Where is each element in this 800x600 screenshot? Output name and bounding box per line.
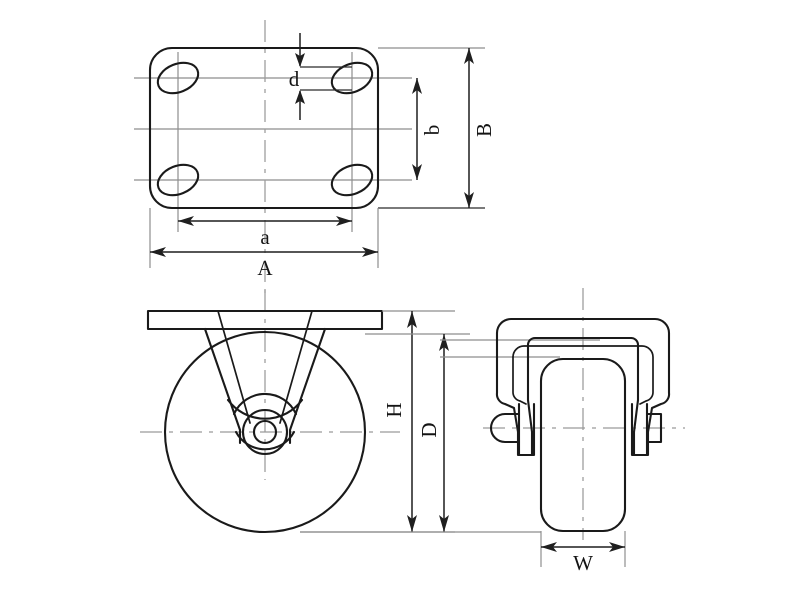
fork-leg-left-front <box>517 402 536 457</box>
dimension-b-arrow-bottom <box>412 164 422 180</box>
dimension-label-H: H <box>382 402 406 417</box>
dimension-W-arrow-left <box>541 542 557 552</box>
dimension-a-arrow-left <box>178 216 194 226</box>
top-plate-side-profile <box>146 309 384 331</box>
dimension-B: B <box>378 47 496 209</box>
axle-end-right <box>645 412 663 444</box>
axle-end-left <box>490 412 521 444</box>
dimension-H-arrow-top <box>407 311 417 328</box>
dimension-d-arrow-bottom <box>295 90 305 104</box>
dimension-A: A <box>149 208 379 280</box>
fork-nose-outer-arc <box>226 398 304 420</box>
fork-leg-right-inner-side <box>279 310 313 424</box>
mounting-hole-top-right <box>330 61 374 95</box>
wheel-axle-bore-circle <box>252 419 278 445</box>
dimension-d-arrow-top <box>295 53 305 67</box>
dimension-A-arrow-left <box>150 247 166 257</box>
dimension-H-arrow-bottom <box>407 515 417 532</box>
mounting-hole-top-left <box>156 61 200 95</box>
mounting-hole-bottom-left <box>156 163 200 197</box>
fork-nose-lower-arc <box>234 430 296 451</box>
top-plate-outline <box>148 46 380 210</box>
front-elevation-view: W <box>300 288 685 575</box>
wheel-body-front <box>539 357 627 533</box>
wheel-hub-outer-circle <box>241 408 289 456</box>
fork-leg-left-inner-side <box>217 310 251 424</box>
dimension-W-arrow-right <box>609 542 625 552</box>
top-plate-view: d b B <box>134 20 496 300</box>
dimension-B-arrow-top <box>464 48 474 64</box>
wheel-outer-circle-side <box>163 330 367 534</box>
hub-boss-upper-arc <box>232 392 298 416</box>
dimension-label-a: a <box>260 225 270 249</box>
dimension-D: D <box>365 333 470 532</box>
dimension-d: d <box>289 33 352 120</box>
top-plate-construction-lines <box>134 52 412 232</box>
dimension-B-arrow-bottom <box>464 192 474 208</box>
dimension-A-arrow-right <box>362 247 378 257</box>
dimension-label-d: d <box>289 67 300 91</box>
dimension-label-B: B <box>472 123 496 137</box>
fork-shell-inner <box>512 345 654 405</box>
dimension-a-arrow-right <box>336 216 352 226</box>
dimension-label-b: b <box>420 125 444 136</box>
dimension-label-A: A <box>257 256 273 280</box>
dimension-D-arrow-top <box>439 334 449 351</box>
dimension-b: b <box>412 78 444 180</box>
dimension-D-arrow-bottom <box>439 515 449 532</box>
fork-shell-outer-right <box>495 317 671 457</box>
fork-leg-right-front <box>630 402 649 457</box>
dimension-label-W: W <box>573 551 593 575</box>
dimension-label-D: D <box>417 422 441 437</box>
dimension-b-arrow-top <box>412 78 422 94</box>
dimension-a: a <box>178 216 352 249</box>
mounting-hole-bottom-right <box>330 163 374 197</box>
fork-shell-inner-left-leg <box>512 356 527 405</box>
side-elevation-view: H D <box>140 290 470 534</box>
dimension-W: W <box>540 531 626 575</box>
